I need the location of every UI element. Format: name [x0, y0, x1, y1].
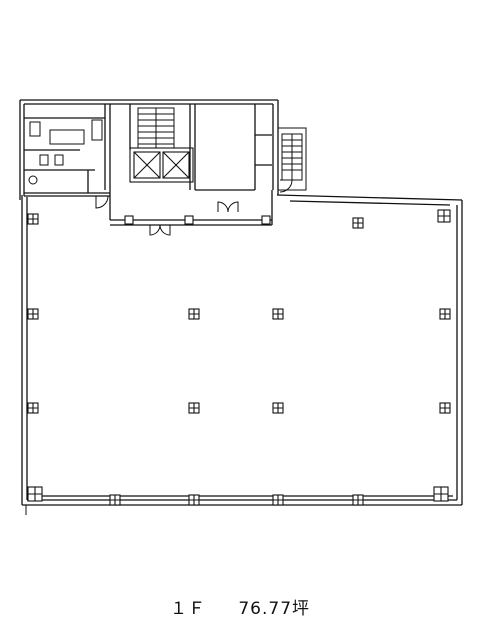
column-square-icon [27, 209, 451, 506]
stairs-icon [137, 107, 175, 149]
corner-column [27, 486, 43, 502]
wall-column [439, 402, 451, 414]
wall-column [27, 402, 39, 414]
interior-column [272, 402, 284, 414]
floor-caption: １Ｆ 76.77坪 [0, 594, 480, 619]
wall-column [272, 494, 284, 506]
interior-column [272, 308, 284, 320]
interior-column [188, 308, 200, 320]
toilet-fixtures [28, 119, 103, 185]
wall-column [352, 494, 364, 506]
wall-column [109, 494, 121, 506]
wall-column [27, 213, 39, 225]
wall-column [27, 308, 39, 320]
interior-column [352, 217, 364, 229]
wall-column [184, 215, 194, 225]
corner-column [437, 209, 451, 223]
corner-column [433, 486, 449, 502]
floor-plan-drawing [19, 99, 463, 515]
door-swing-icon [25, 179, 449, 515]
wall-column [439, 308, 451, 320]
wall-column [261, 215, 271, 225]
elevator-icon [129, 147, 194, 183]
wall-column [188, 494, 200, 506]
wall-column [124, 215, 134, 225]
outer-wall [19, 99, 463, 506]
interior-column [188, 402, 200, 414]
floor-label: １Ｆ [169, 599, 206, 619]
floor-area-label: 76.77坪 [238, 599, 311, 619]
stairs-icon [277, 127, 307, 191]
